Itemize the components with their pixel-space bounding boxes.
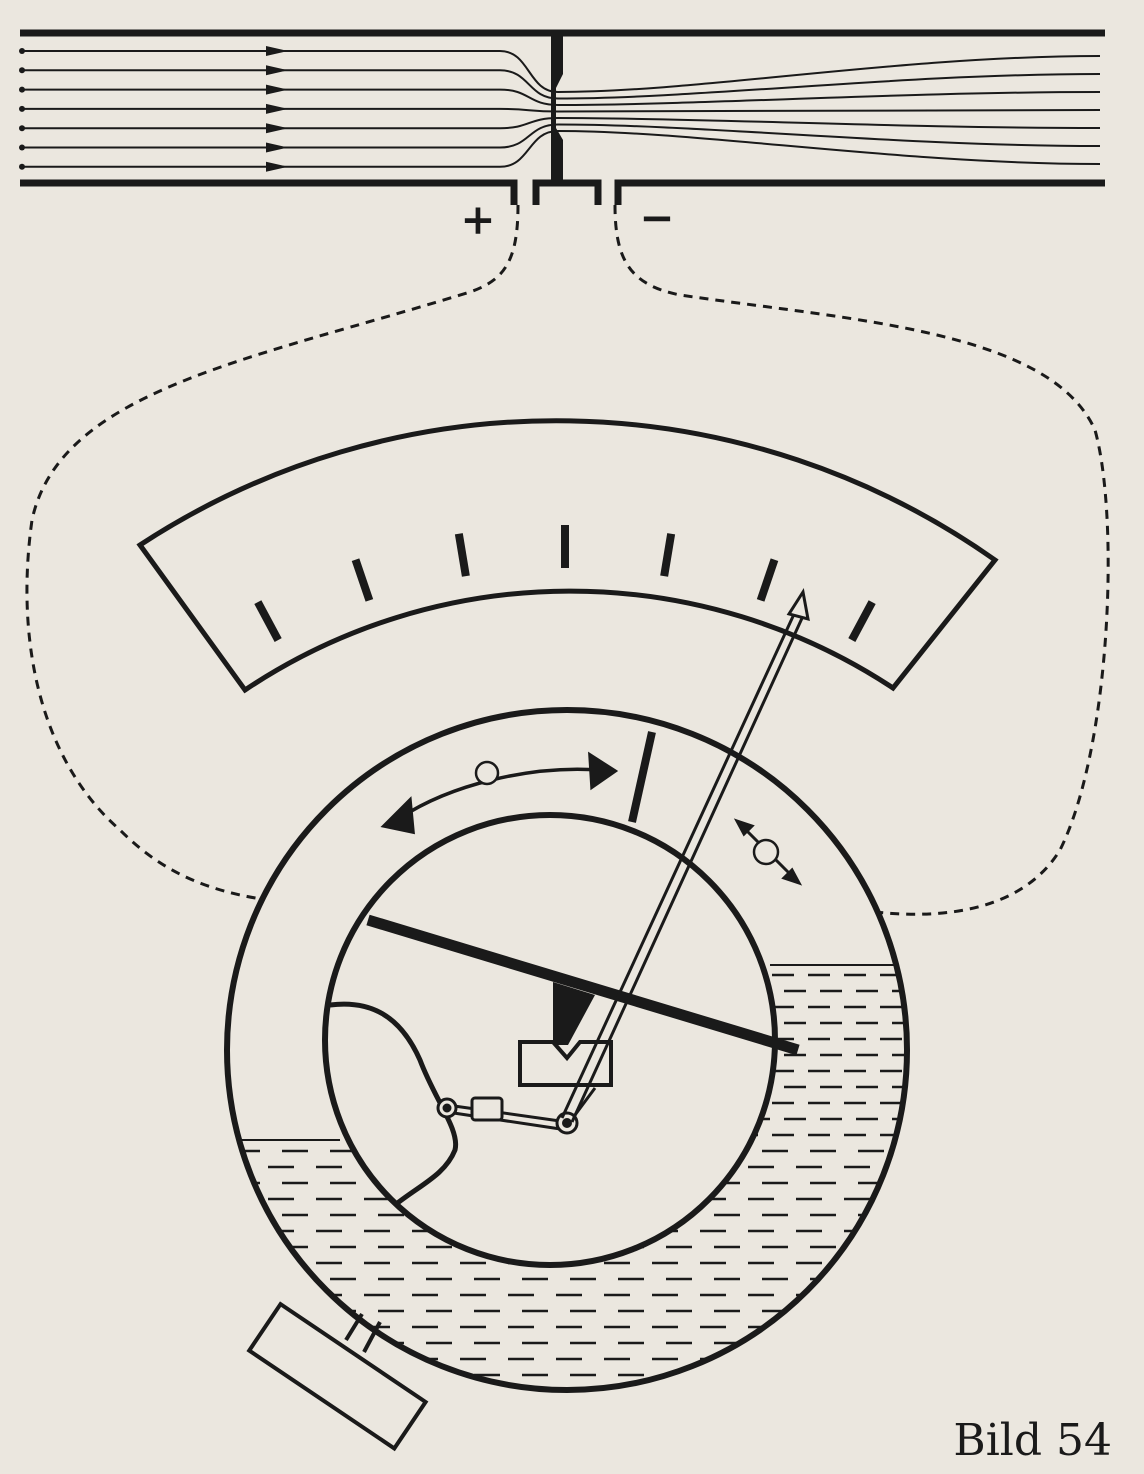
adjustment-handle [246,1301,429,1452]
knife-edge [553,982,595,1045]
minus-tap-label: − [639,193,674,242]
streamline-start [19,163,25,170]
displacement-arrow [733,818,803,886]
flow-arrow-icon [266,161,288,172]
rotation-pressure-point [474,760,500,786]
minus-pressure-line [613,204,1110,916]
scale-tick [254,600,282,642]
scale-ticks [254,525,876,642]
streamline [22,116,1101,130]
pointer [560,587,810,1123]
streamline [22,50,1101,94]
orifice-opening [556,74,563,140]
flow-arrow-icon [266,103,288,114]
ring-partition [628,731,656,823]
scale-tick [454,533,470,577]
pipe [20,29,1105,205]
streamline-start [19,86,25,93]
scale-tick [848,600,876,642]
flow-arrow-icon [266,46,288,56]
pointer-tip [786,587,810,622]
scale-tick [660,533,676,577]
rotation-arrow [380,751,619,835]
streamline-start [19,67,25,74]
streamline-start [19,105,25,112]
scale-tick [351,558,374,602]
streamline [22,107,1101,113]
streamline [22,88,1101,107]
streamline [22,123,1101,149]
streamline-start [19,125,25,132]
flow-arrow-icon [266,65,288,76]
flow-arrow-icon [266,123,288,134]
plus-pressure-line [25,204,520,907]
plus-tap-label: + [460,195,495,244]
displacement-pressure-point [752,838,780,866]
scale-tick [756,558,779,602]
streamline-start [19,48,25,54]
streamlines [19,46,1101,172]
streamline [22,129,1101,168]
streamline-start [19,144,25,151]
figure-caption: Bild 54 [953,1415,1112,1466]
balance-beam [366,914,800,1056]
flow-arrow-icon [266,84,288,95]
linkage [436,1087,597,1135]
streamline [22,69,1101,100]
linkage-damper [470,1096,504,1122]
pipe-bottom-wall [20,179,1105,205]
flow-arrow-icon [266,142,288,153]
